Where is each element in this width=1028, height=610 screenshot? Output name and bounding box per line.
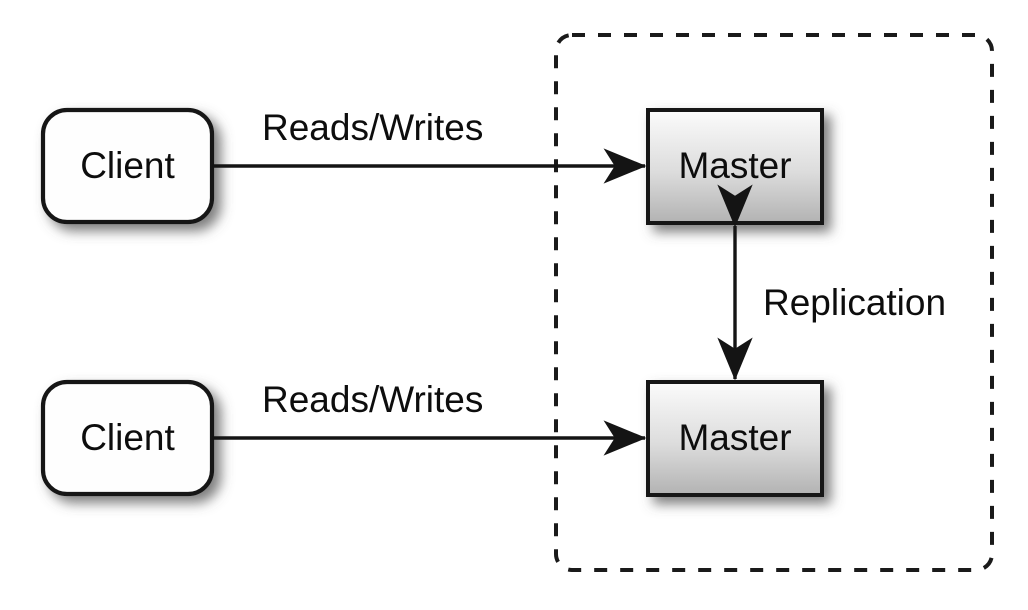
replication-label: Replication	[763, 282, 946, 323]
edge-client-top-to-master-top: Reads/Writes	[212, 107, 647, 184]
edge-client-bottom-to-master-bottom: Reads/Writes	[212, 379, 647, 456]
edge-master-replication: Replication	[717, 184, 946, 381]
client-top-label: Client	[80, 145, 175, 186]
master-bottom-label: Master	[678, 417, 791, 458]
node-client-top[interactable]: Client	[40, 107, 215, 225]
node-master-top[interactable]: Master	[646, 108, 824, 225]
node-client-bottom[interactable]: Client	[40, 379, 215, 497]
reads-writes-bottom-label: Reads/Writes	[262, 379, 483, 420]
client-bottom-label: Client	[80, 417, 175, 458]
master-bottom-shape	[646, 380, 824, 497]
master-top-label: Master	[678, 145, 791, 186]
node-master-bottom[interactable]: Master	[646, 380, 824, 497]
reads-writes-top-label: Reads/Writes	[262, 107, 483, 148]
replication-cluster-boundary	[554, 33, 994, 572]
